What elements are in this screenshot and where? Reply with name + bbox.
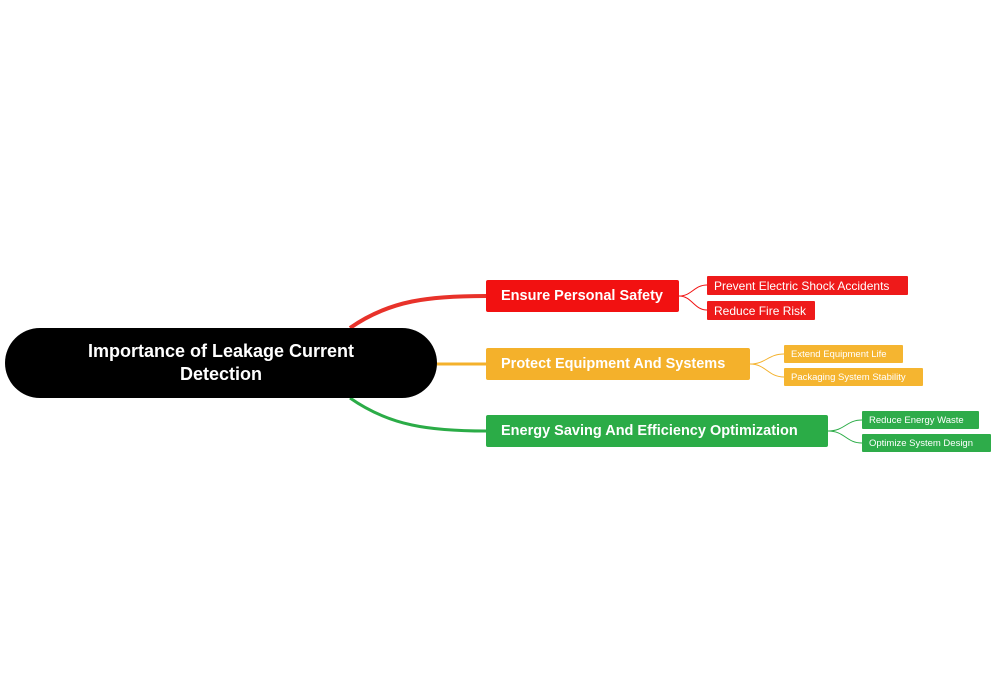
branch-ensure-personal-safety[interactable]: Ensure Personal Safety	[486, 280, 679, 312]
branch-label: Ensure Personal Safety	[501, 288, 663, 304]
leaf-label: Reduce Energy Waste	[869, 414, 964, 426]
branch-label: Protect Equipment And Systems	[501, 356, 726, 372]
root-topic[interactable]: Importance of Leakage Current Detection	[5, 328, 437, 398]
connector-branch-1-leaf-1	[678, 284, 708, 297]
connector-branch-3-leaf-1	[827, 419, 863, 432]
root-topic-label: Importance of Leakage Current Detection	[87, 341, 355, 384]
connector-branch-2-leaf-1	[749, 353, 785, 365]
leaf-label: Extend Equipment Life	[791, 348, 887, 360]
leaf-reduce-energy-waste[interactable]: Reduce Energy Waste	[862, 411, 979, 429]
connector-root-branch-3	[349, 396, 487, 433]
leaf-optimize-system-design[interactable]: Optimize System Design	[862, 434, 991, 452]
leaf-packaging-system-stability[interactable]: Packaging System Stability	[784, 368, 923, 386]
leaf-label: Packaging System Stability	[791, 371, 906, 383]
branch-protect-equipment[interactable]: Protect Equipment And Systems	[486, 348, 750, 380]
leaf-prevent-electric-shock[interactable]: Prevent Electric Shock Accidents	[707, 276, 908, 295]
leaf-label: Optimize System Design	[869, 437, 974, 449]
leaf-reduce-fire-risk[interactable]: Reduce Fire Risk	[707, 301, 815, 320]
leaf-label: Prevent Electric Shock Accidents	[714, 278, 890, 293]
connector-branch-2-leaf-2	[749, 363, 785, 378]
leaf-extend-equipment-life[interactable]: Extend Equipment Life	[784, 345, 903, 363]
connector-root-branch-1	[348, 294, 487, 330]
leaf-label: Reduce Fire Risk	[714, 303, 807, 318]
branch-label: Energy Saving And Efficiency Optimizatio…	[501, 423, 798, 439]
connector-branch-3-leaf-2	[827, 430, 863, 444]
connector-branch-1-leaf-2	[678, 295, 708, 311]
branch-energy-saving[interactable]: Energy Saving And Efficiency Optimizatio…	[486, 415, 828, 447]
